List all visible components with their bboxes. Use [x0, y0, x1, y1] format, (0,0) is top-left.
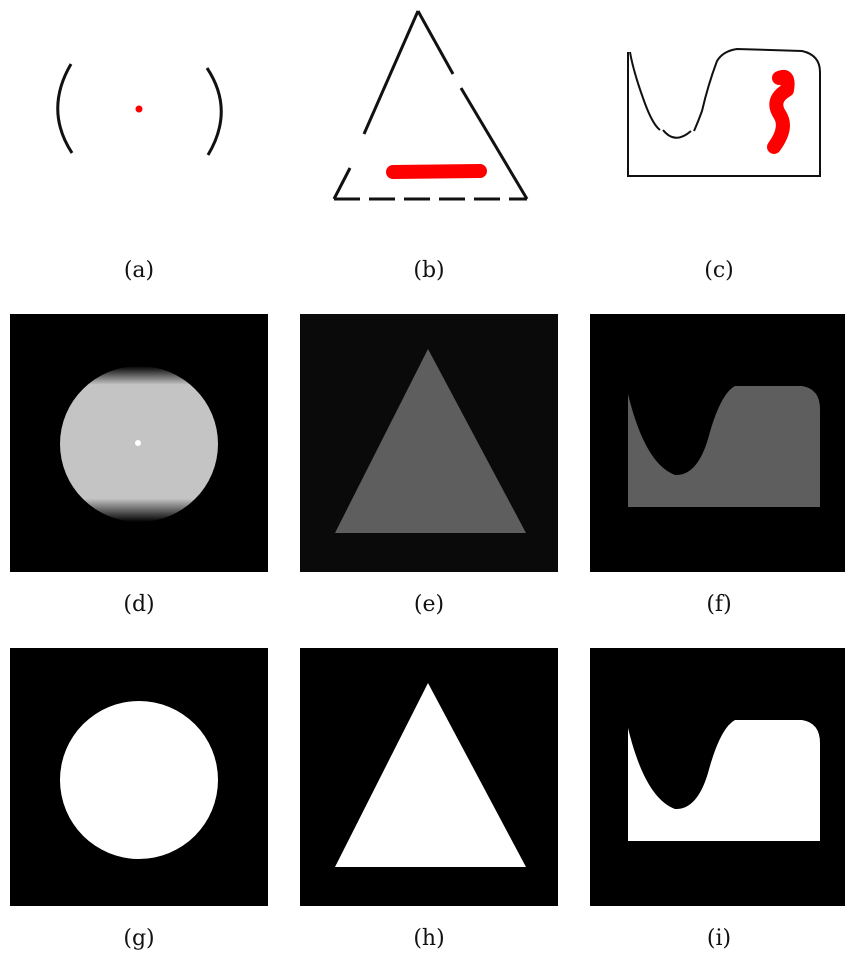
triangle-right-edge: [416, 10, 455, 75]
soft-wave-region: [628, 386, 820, 507]
triangle-sketch-image: [332, 10, 529, 201]
caption-f: (f): [706, 592, 732, 617]
circle-sketch-image: [56, 63, 223, 156]
caption-d: (d): [123, 592, 155, 617]
panel-g-circle-mask: [10, 648, 268, 906]
wave-trough-stroke: [662, 129, 692, 139]
caption-g: (g): [123, 926, 155, 951]
left-arc-stroke: [56, 63, 74, 154]
triangle-mask-image: [300, 648, 558, 906]
caption-c: (c): [704, 258, 734, 283]
caption-a: (a): [123, 258, 155, 283]
scribble-point-marker: [135, 440, 141, 446]
caption-b: (b): [413, 258, 445, 283]
soft-triangle-region: [335, 349, 526, 533]
panel-h-triangle-mask: [300, 648, 558, 906]
panel-f-wave-soft-output: [590, 314, 845, 572]
caption-h: (h): [413, 926, 445, 951]
center-scribble-dot: [135, 105, 143, 113]
panel-b-triangle-sketch: [300, 0, 558, 258]
triangle-left-edge-lower: [332, 167, 352, 200]
triangle-right-edge-lower: [459, 87, 529, 200]
caption-e: (e): [413, 592, 445, 617]
wave-soft-output-image: [590, 314, 845, 572]
triangle-mask-region: [335, 683, 526, 867]
s-shape-scribble: [767, 69, 795, 154]
wave-mask-region: [628, 720, 820, 841]
wave-sketch-image: [627, 47, 821, 177]
panel-e-triangle-soft-output: [300, 314, 558, 572]
panel-c-wave-sketch: [590, 0, 845, 258]
circle-soft-output-image: [10, 314, 268, 572]
caption-i: (i): [706, 926, 732, 951]
panel-d-circle-soft-output: [10, 314, 268, 572]
base-scribble: [386, 164, 487, 179]
circle-mask-image: [10, 648, 268, 906]
right-arc-stroke: [205, 67, 223, 156]
panel-i-wave-mask: [590, 648, 845, 906]
wave-box-outline: [627, 47, 821, 177]
triangle-soft-output-image: [300, 314, 558, 572]
triangle-left-edge: [362, 10, 420, 135]
wave-mask-image: [590, 648, 845, 906]
panel-a-circle-sketch: [10, 0, 268, 258]
circle-mask-region: [60, 701, 218, 859]
